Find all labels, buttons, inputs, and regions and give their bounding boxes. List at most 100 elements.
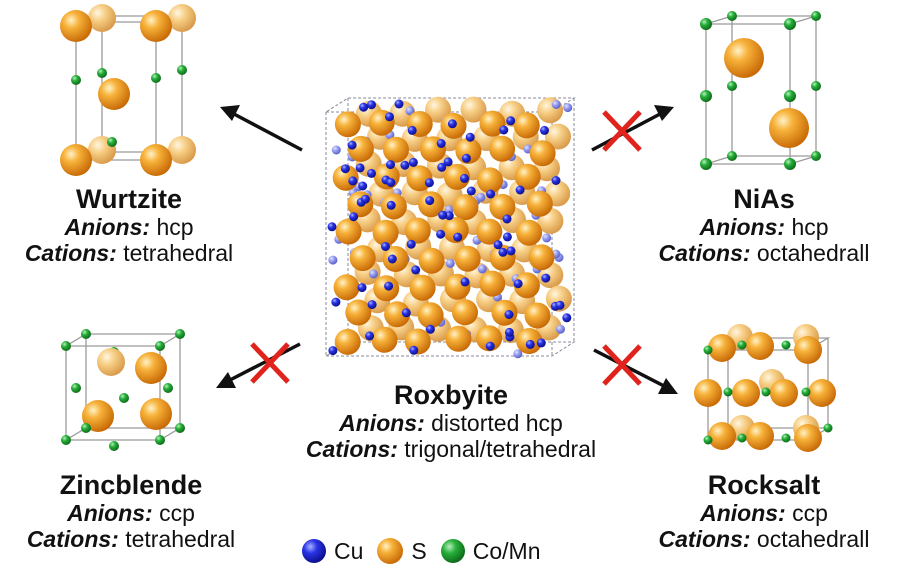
copper-atom [385, 112, 394, 122]
sulfur-atom [383, 136, 409, 163]
copper-atom [447, 119, 457, 129]
sulfur-atom [452, 299, 478, 326]
wurtzite-caption: Wurtzite Anions: hcp Cations: tetrahedra… [0, 186, 258, 268]
copper-atom [358, 181, 368, 191]
forbidden-mark-rocksalt [602, 344, 642, 386]
zincblende-caption: Zincblende Anions: ccp Cations: tetrahed… [0, 472, 262, 554]
sulfur-atom [349, 245, 376, 272]
copper-atom [381, 242, 390, 251]
copper-atom [347, 140, 357, 150]
copper-atom [386, 178, 396, 187]
copper-atom [437, 162, 447, 172]
wurtzite-cell [60, 4, 196, 176]
sulfur-atom [514, 163, 541, 190]
copper-atom [513, 349, 523, 359]
sulfur-atom [454, 245, 481, 272]
rocksalt-atoms [694, 324, 836, 452]
sulfur-atom [460, 96, 487, 123]
copper-atom [400, 160, 410, 170]
sulfur-atom [545, 123, 571, 150]
copper-atom [477, 264, 487, 274]
sulfur-atom [409, 274, 436, 301]
copper-atom [367, 100, 376, 110]
rocksalt-cell [694, 324, 836, 452]
sulfur-atom [371, 326, 398, 353]
copper-atom [485, 341, 495, 351]
copper-atom [327, 222, 337, 232]
copper-atom [359, 102, 369, 112]
zincblende-cell [61, 329, 185, 451]
copper-atom [387, 254, 397, 264]
copper-atom [368, 269, 378, 279]
copper-atom [365, 331, 375, 341]
nias-cell [700, 11, 821, 170]
rocksalt-anions: Anions: ccp [700, 500, 828, 526]
copper-atom [502, 214, 512, 224]
s-atom-icon [377, 538, 404, 564]
copper-atom [386, 160, 395, 170]
sulfur-atom [445, 325, 472, 352]
sulfur-atom [516, 219, 543, 246]
nias-cations: Cations: octahedrall [658, 240, 870, 266]
roxbyite-caption: Roxbyite Anions: distorted hcp Cations: … [278, 382, 624, 464]
copper-atom [556, 324, 565, 334]
sulfur-atom [528, 244, 555, 271]
copper-atom [406, 239, 416, 249]
copper-atom [460, 277, 470, 287]
copper-atom [502, 232, 512, 242]
roxbyite-atoms [327, 96, 573, 359]
copper-atom [460, 173, 469, 183]
sulfur-atom [489, 193, 516, 220]
sulfur-atom [404, 217, 431, 244]
copper-atom [540, 125, 549, 135]
copper-atom [525, 339, 535, 349]
sulfur-atom [442, 217, 469, 243]
legend-item-cu: Cu [300, 537, 363, 565]
legend-label-co-mn: Co/Mn [472, 537, 541, 564]
copper-atom [425, 196, 435, 206]
sulfur-atom [372, 219, 399, 246]
sulfur-atom [476, 325, 503, 352]
copper-atom [331, 297, 341, 307]
sulfur-atom [425, 96, 451, 123]
copper-atom [405, 106, 415, 116]
copper-atom [386, 200, 396, 210]
sulfur-atom [477, 167, 503, 194]
copper-atom [409, 345, 419, 355]
copper-atom [394, 99, 404, 109]
arrow-to-wurtzite [220, 105, 303, 152]
sulfur-atom [333, 274, 360, 301]
roxbyite-anions: Anions: distorted hcp [339, 410, 563, 436]
co-mn-atom-icon [440, 539, 465, 563]
copper-atom [367, 300, 377, 310]
rocksalt-title: Rocksalt [707, 470, 821, 500]
sulfur-atom [529, 140, 556, 167]
copper-atom [349, 212, 359, 222]
copper-atom [499, 125, 509, 135]
copper-atom [357, 283, 367, 293]
legend-label-s: S [411, 537, 427, 564]
sulfur-atom [491, 299, 518, 326]
cu-atom-icon [302, 539, 326, 563]
wurtzite-anions: Anions: hcp [64, 214, 194, 240]
wurtzite-atoms [60, 4, 196, 176]
sulfur-atom [455, 137, 482, 164]
copper-atom [424, 178, 434, 188]
atom-legend: Cu S Co/Mn [300, 535, 541, 567]
sulfur-atom [418, 247, 445, 274]
sulfur-atom [524, 302, 551, 329]
sulfur-atom [513, 272, 540, 299]
rocksalt-caption: Rocksalt Anions: ccp Cations: octahedral… [630, 472, 898, 554]
forbidden-mark-zincblende [250, 342, 290, 384]
copper-atom [443, 157, 453, 167]
forbidden-mark-nias [602, 110, 642, 152]
copper-atom [438, 210, 448, 220]
sulfur-atom [444, 273, 471, 300]
copper-atom [551, 176, 561, 185]
copper-atom [506, 246, 516, 256]
nias-atoms [700, 11, 821, 170]
sulfur-atom [513, 112, 540, 139]
copper-atom [513, 279, 523, 289]
arrow-to-zincblende [216, 342, 301, 388]
